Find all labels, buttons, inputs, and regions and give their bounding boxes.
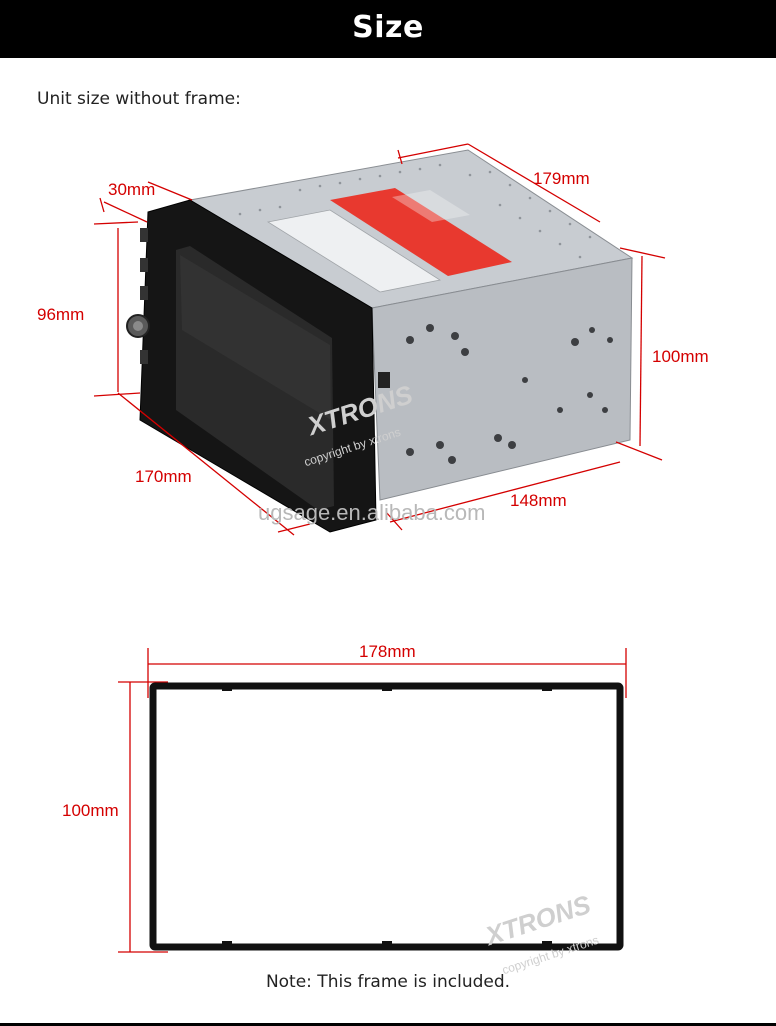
dim-width-front: 170mm [135,467,192,486]
dim-height-rear: 100mm [652,347,709,366]
frame-width-label: 178mm [359,642,416,661]
dim-height-front: 96mm [37,305,85,324]
header-bar: Size [0,0,776,58]
dim-depth-front: 30mm [108,180,156,199]
frame-clips [222,683,552,949]
warning-label [330,188,512,276]
site-watermark: ugsage.en.alibaba.com [258,500,486,525]
dim-top-depth: 179mm [533,169,590,188]
frame-height-label: 100mm [62,801,119,820]
frame-note: Note: This frame is included. [265,972,511,992]
side-mount-holes [406,324,613,464]
unit-dimension-lines [93,143,666,536]
page-title: Size [352,10,424,45]
bottom-rule [0,1023,776,1026]
unit-size-caption: Unit size without frame: [37,89,241,109]
chassis-vent-holes [238,163,592,259]
spec-sticker [266,209,442,293]
frame-dimension-lines [118,648,627,953]
chassis-side [371,257,633,501]
dim-bottom-depth: 148mm [510,491,567,510]
